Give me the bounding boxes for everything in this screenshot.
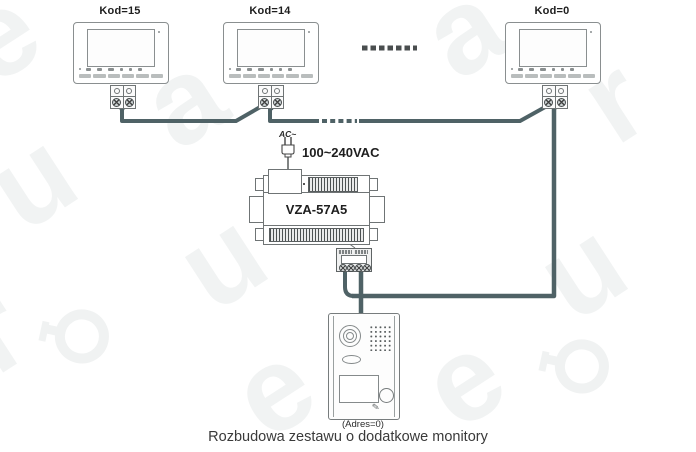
- psu-led-dot: [303, 183, 305, 185]
- monitor1-code-label: Kod=15: [99, 5, 141, 17]
- monitor-screen: [87, 29, 155, 67]
- monitor-power-led: [229, 68, 231, 70]
- pinhole: [261, 88, 268, 94]
- screw-terminal: [112, 98, 122, 107]
- screw-terminal: [260, 98, 270, 107]
- nameplate-window: [339, 375, 379, 403]
- screw-terminal: [272, 98, 282, 107]
- ac-plug-icon: [281, 144, 295, 155]
- screw-terminal: [556, 98, 566, 107]
- camera-icon: [339, 325, 361, 347]
- monitor-button-icons: [518, 68, 574, 71]
- monitor3: [505, 22, 601, 84]
- monitor3-terminal-block: [542, 85, 568, 109]
- pinhole: [545, 88, 552, 94]
- monitor-button-icons: [236, 68, 292, 71]
- pinhole: [113, 88, 120, 94]
- screw-terminal: [339, 263, 347, 272]
- monitor2: [223, 22, 319, 84]
- diagram-caption: Rozbudowa zestawu o dodatkowe monitory: [208, 429, 488, 445]
- monitor-sensor-dot: [158, 31, 160, 33]
- psu-output-terminal-block: [336, 248, 372, 272]
- ac-label: AC~: [279, 129, 297, 139]
- wire-psu-left: [343, 270, 355, 298]
- terminal-window: [341, 255, 367, 264]
- wire-monitor1-monitor2: [120, 104, 263, 123]
- wire-monitor3-junction: [352, 104, 557, 299]
- monitor-sensor-dot: [308, 31, 310, 33]
- monitor-screen: [519, 29, 587, 67]
- psu-vent-top: [308, 177, 358, 192]
- monitor-power-led: [79, 68, 81, 70]
- psu-model-label: VZA-57A5: [263, 192, 370, 227]
- terminal-micro-label: [338, 250, 352, 254]
- psu-vent-bottom: [269, 228, 364, 242]
- status-led-oval: [342, 355, 361, 364]
- monitor1-terminal-block: [110, 85, 136, 109]
- connector-lead-wires: [116, 101, 559, 111]
- wire-monitor2-out: [268, 104, 319, 123]
- monitor-power-led: [511, 68, 513, 70]
- wire-bus-monitor3: [359, 104, 548, 123]
- monitor2-terminal-block: [258, 85, 284, 109]
- screw-terminal: [355, 263, 363, 272]
- psu-ac-input-box: [268, 169, 302, 194]
- monitor3-code-label: Kod=0: [534, 5, 570, 17]
- pinhole: [558, 88, 565, 94]
- door-station: ✎: [328, 313, 400, 420]
- screw-terminal: [544, 98, 554, 107]
- pinhole: [274, 88, 281, 94]
- monitor-bottom-bar: [511, 74, 595, 78]
- terminal-micro-label: [354, 250, 368, 254]
- speaker-grille-icon: [368, 324, 391, 351]
- screw-terminal: [362, 263, 371, 272]
- monitor-screen: [237, 29, 305, 67]
- monitor-sensor-dot: [590, 31, 592, 33]
- monitor-button-icons: [86, 68, 142, 71]
- door-station-rails: [333, 316, 395, 417]
- monitor-bottom-bar: [229, 74, 313, 78]
- pen-icon: ✎: [371, 401, 381, 413]
- monitor1: [73, 22, 169, 84]
- voltage-label: 100~240VAC: [302, 145, 380, 160]
- monitor-bottom-bar: [79, 74, 163, 78]
- call-button: [379, 388, 394, 403]
- pinhole: [126, 88, 133, 94]
- door-address-label: (Adres=0): [342, 419, 384, 430]
- monitor2-code-label: Kod=14: [249, 5, 291, 17]
- screw-terminal: [124, 98, 134, 107]
- screw-terminal: [346, 263, 355, 272]
